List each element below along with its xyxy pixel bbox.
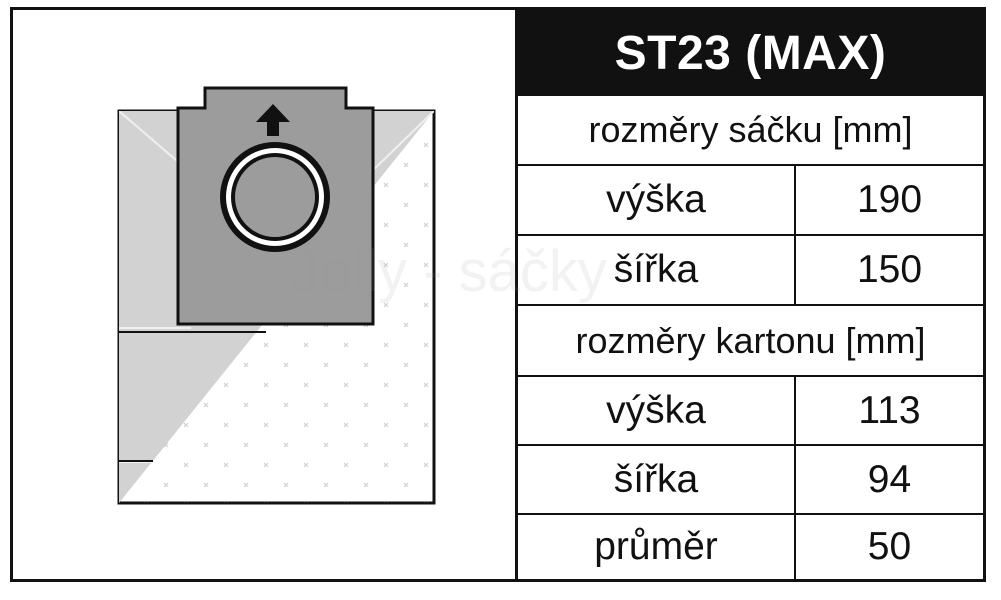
carton-width-row: šířka 94 <box>518 446 983 515</box>
carton-height-row: výška 113 <box>518 377 983 446</box>
carton-dimensions-header: rozměry kartonu [mm] <box>518 306 983 377</box>
carton-height-label: výška <box>518 377 796 444</box>
bag-height-label: výška <box>518 166 796 234</box>
bag-opening-icon <box>220 142 330 252</box>
bag-illustration <box>13 10 515 579</box>
bag-width-value: 150 <box>856 248 923 291</box>
product-title: ST23 (MAX) <box>518 10 983 96</box>
bag-dimensions-header: rozměry sáčku [mm] <box>518 96 983 166</box>
carton-diameter-row: průměr 50 <box>518 515 983 579</box>
carton-width-label: šířka <box>518 446 796 513</box>
up-arrow-icon <box>256 104 290 136</box>
table-divider <box>515 10 518 579</box>
carton-diameter-value: 50 <box>867 525 912 568</box>
bag-height-value: 190 <box>856 178 923 221</box>
bag-width-label: šířka <box>518 236 796 304</box>
bag-width-row: šířka 150 <box>518 236 983 306</box>
carton-diameter-label: průměr <box>518 515 796 579</box>
bag-height-row: výška 190 <box>518 166 983 236</box>
product-spec-card: ST23 (MAX) rozměry sáčku [mm] výška 190 … <box>10 7 986 582</box>
spec-table: ST23 (MAX) rozměry sáčku [mm] výška 190 … <box>518 10 983 579</box>
carton-width-value: 94 <box>867 457 912 501</box>
bag-fold-lines <box>119 111 434 463</box>
vacuum-bag-drawing <box>117 86 436 505</box>
carton-height-value: 113 <box>858 388 921 432</box>
